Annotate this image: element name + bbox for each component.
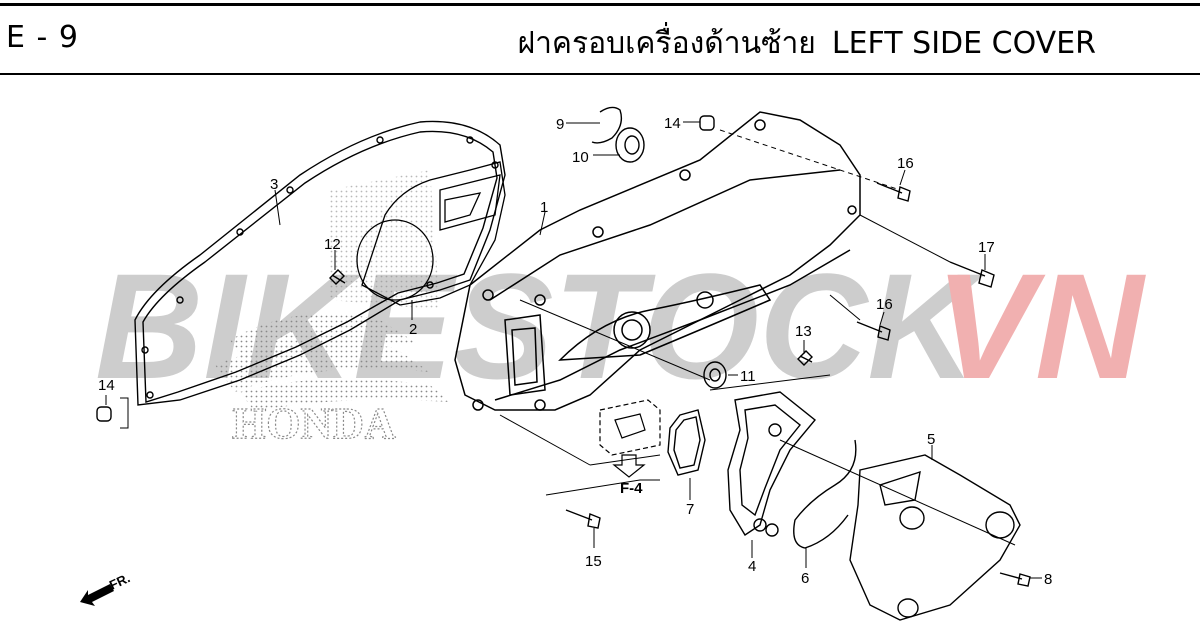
bolt-8 — [999, 572, 1031, 587]
callout-15: 15 — [585, 553, 602, 570]
header-top-rule — [0, 3, 1200, 6]
callouts: 1 2 3 4 5 6 7 8 9 10 11 12 13 14 14 15 1… — [98, 115, 1052, 588]
bolt-17 — [949, 261, 995, 288]
callout-13: 13 — [795, 323, 812, 340]
part-5-outer-cover — [849, 454, 1021, 621]
honda-wing-3 — [240, 378, 450, 412]
callout-16-top: 16 — [897, 155, 914, 172]
ref-label-f4: F-4 — [620, 480, 643, 497]
part-14-dowel-left — [96, 406, 112, 422]
callout-3: 3 — [270, 176, 278, 193]
gasket-dots — [330, 170, 440, 310]
page-title-english: LEFT SIDE COVER — [831, 26, 1096, 61]
bolt-16-top — [876, 182, 911, 202]
page-code: E - 9 — [6, 20, 79, 55]
part-14-dowel-top — [699, 115, 715, 131]
callout-6: 6 — [801, 570, 809, 587]
honda-wing-2 — [215, 341, 430, 392]
part-4-cover-inner — [727, 391, 816, 536]
callout-17: 17 — [978, 239, 995, 256]
part-10-bearing — [615, 127, 645, 163]
callout-14-top: 14 — [664, 115, 681, 132]
callout-16-bottom: 16 — [876, 296, 893, 313]
bolt-12 — [329, 269, 346, 285]
watermark-text-red: VN — [935, 242, 1146, 410]
callout-14-left: 14 — [98, 377, 115, 394]
callout-5: 5 — [927, 431, 935, 448]
callout-1: 1 — [540, 199, 548, 216]
front-arrow-label: FR. — [107, 570, 132, 592]
front-direction-indicator: FR. — [80, 570, 132, 606]
small-parts-top — [96, 106, 727, 422]
callout-10: 10 — [572, 149, 589, 166]
part-9-circlip — [591, 106, 623, 144]
bolt-16-bottom — [856, 321, 891, 341]
ref-arrow — [612, 454, 646, 478]
callout-2: 2 — [409, 321, 417, 338]
header-bottom-rule — [0, 73, 1200, 75]
callout-11: 11 — [740, 368, 756, 385]
part-7-seal — [667, 409, 706, 476]
part-1-main-cover — [454, 111, 861, 411]
part-2-plate — [356, 161, 506, 306]
callout-7: 7 — [686, 501, 694, 518]
parts-diagram: BIKESTOCK VN HONDA — [0, 76, 1200, 627]
honda-logo: HONDA — [215, 170, 450, 449]
part-11-oil-seal — [703, 361, 727, 389]
callout-12: 12 — [324, 236, 341, 253]
bolt-15 — [565, 509, 601, 529]
leader-lines — [105, 121, 1042, 579]
page-title-thai: ฝาครอบเครื่องด้านซ้าย — [517, 26, 816, 61]
bolts — [329, 182, 1031, 587]
honda-logo-text: HONDA — [232, 399, 396, 448]
cover-parts-lower — [667, 391, 1021, 621]
front-arrow-icon — [80, 584, 114, 606]
page-title: ฝาครอบเครื่องด้านซ้าย LEFT SIDE COVER — [518, 20, 1097, 67]
parts-diagram-svg: BIKESTOCK VN HONDA — [80, 106, 1146, 621]
bolt-13 — [797, 350, 813, 366]
part-6-gasket — [793, 439, 857, 549]
callout-4: 4 — [748, 558, 756, 575]
ref-f4-bracket — [599, 399, 661, 478]
callout-9: 9 — [556, 116, 564, 133]
page-header: E - 9 ฝาครอบเครื่องด้านซ้าย LEFT SIDE COV… — [0, 0, 1200, 76]
callout-8: 8 — [1044, 571, 1052, 588]
